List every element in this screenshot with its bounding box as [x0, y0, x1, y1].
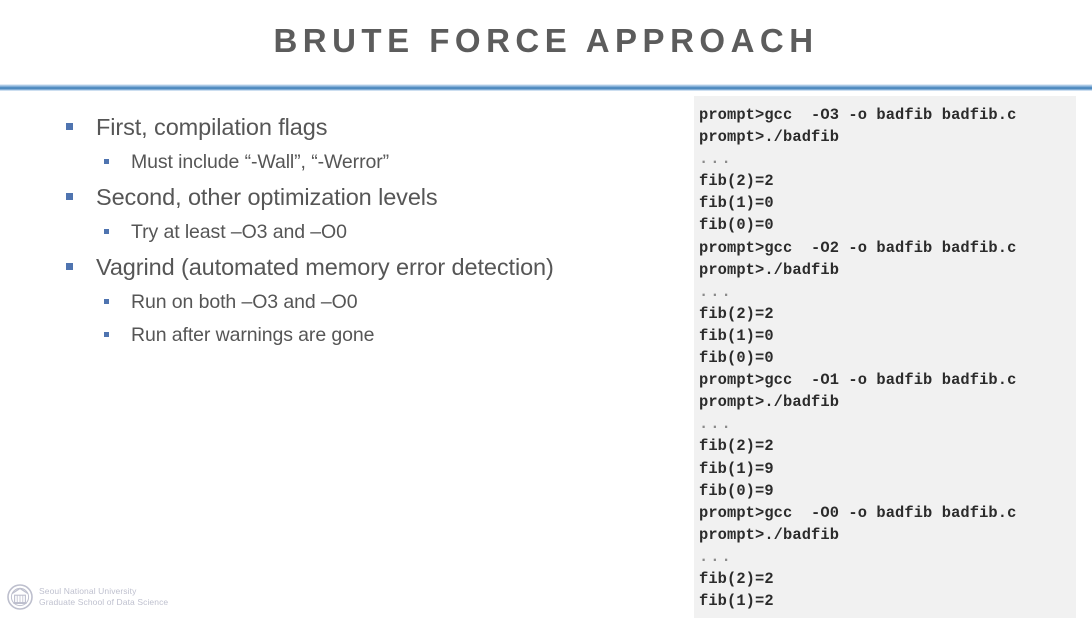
terminal-line: fib(1)=0: [699, 194, 774, 213]
terminal-line: prompt>./badfib: [699, 260, 840, 279]
bullet-text: Vagrind (automated memory error detectio…: [96, 254, 554, 280]
terminal-line: ...: [699, 150, 733, 169]
terminal-line: prompt>gcc -O0 -o badfib badfib.c: [699, 503, 1017, 522]
bullet-text: Run on both –O3 and –O0: [131, 291, 358, 313]
footer-org-line-2: Graduate School of Data Science: [39, 597, 169, 607]
bullet-marker-icon: [104, 159, 109, 164]
footer-logo: Seoul National University Graduate Schoo…: [6, 583, 168, 611]
bullet-text: First, compilation flags: [96, 114, 328, 140]
bullet-marker-icon: [104, 299, 109, 304]
terminal-line: prompt>./badfib: [699, 393, 840, 412]
bullet-marker-icon: [66, 123, 73, 130]
page-title: BRUTE FORCE APPROACH: [273, 22, 819, 59]
terminal-line: fib(2)=2: [699, 569, 774, 588]
bullet-text: Second, other optimization levels: [96, 184, 438, 210]
bullet-marker-icon: [104, 332, 109, 337]
terminal-line: fib(1)=2: [699, 592, 774, 611]
terminal-line: fib(2)=2: [699, 437, 774, 456]
bullet-marker-icon: [104, 229, 109, 234]
terminal-line-list: prompt>gcc -O3 -o badfib badfib.c prompt>…: [699, 104, 1076, 612]
terminal-line: fib(1)=0: [699, 326, 774, 345]
terminal-line: prompt>./badfib: [699, 525, 840, 544]
bullet-marker-icon: [66, 193, 73, 200]
bullet-item: Vagrind (automated memory error detectio…: [66, 252, 676, 282]
bullet-text: Try at least –O3 and –O0: [131, 221, 347, 243]
university-crest-icon: [6, 583, 34, 611]
bullet-item: Run after warnings are gone: [66, 322, 676, 348]
bullet-text: Must include “-Wall”, “-Werror”: [131, 151, 389, 173]
terminal-line: fib(0)=9: [699, 481, 774, 500]
terminal-line: prompt>gcc -O1 -o badfib badfib.c: [699, 371, 1017, 390]
terminal-line: fib(0)=0: [699, 216, 774, 235]
terminal-line: fib(1)=9: [699, 459, 774, 478]
terminal-line: prompt>gcc -O3 -o badfib badfib.c: [699, 106, 1017, 124]
bullet-item: Must include “-Wall”, “-Werror”: [66, 149, 676, 175]
bullet-item: Run on both –O3 and –O0: [66, 289, 676, 315]
bullet-item: Second, other optimization levels: [66, 182, 676, 212]
terminal-line: ...: [699, 282, 733, 301]
title-divider: [0, 84, 1092, 91]
terminal-line: prompt>gcc -O2 -o badfib badfib.c: [699, 238, 1017, 257]
footer-logo-text: Seoul National University Graduate Schoo…: [39, 586, 168, 608]
terminal-line: ...: [699, 547, 733, 566]
terminal-line: fib(2)=2: [699, 172, 774, 191]
bullet-item: Try at least –O3 and –O0: [66, 219, 676, 245]
terminal-line: fib(2)=2: [699, 304, 774, 323]
terminal-line: ...: [699, 415, 733, 434]
bullet-marker-icon: [66, 263, 73, 270]
bullet-item: First, compilation flags: [66, 112, 676, 142]
bullet-text: Run after warnings are gone: [131, 324, 375, 346]
terminal-output-panel: prompt>gcc -O3 -o badfib badfib.c prompt>…: [694, 96, 1076, 618]
terminal-line: prompt>./badfib: [699, 128, 840, 147]
footer-org-line-1: Seoul National University: [39, 586, 137, 596]
terminal-line: fib(0)=0: [699, 349, 774, 368]
